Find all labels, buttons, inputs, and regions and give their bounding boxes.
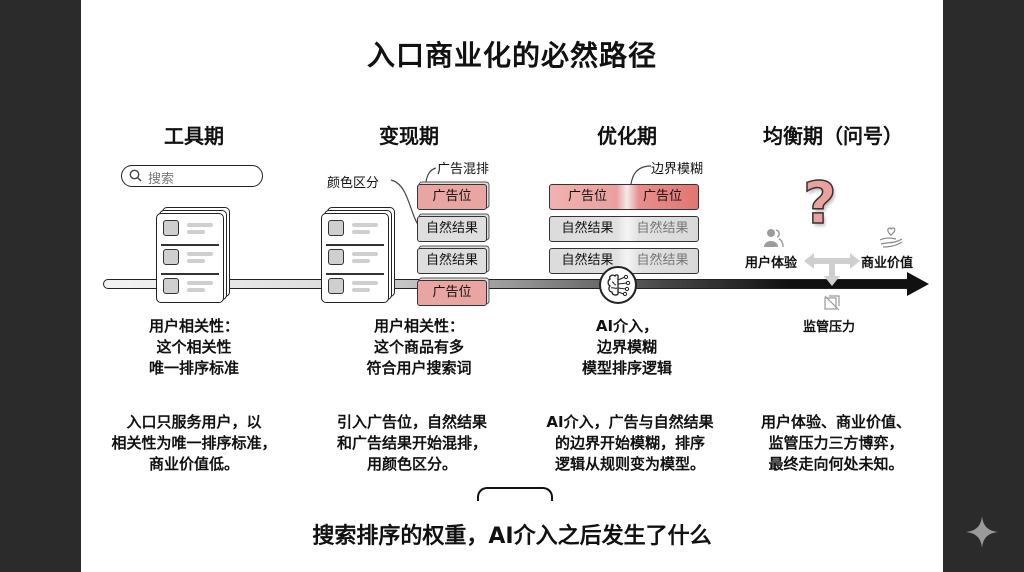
annotation-color-distinction: 颜色区分 — [327, 176, 380, 191]
annotation-ad-mixing: 广告混排 — [437, 162, 490, 177]
result-card-ad: 广告位 — [417, 184, 487, 210]
footer-question: 搜索排序的权重，AI介入之后发生了什么 — [312, 524, 712, 549]
result-ad-right: 广告位 — [642, 189, 682, 204]
stage-description-balance: 用户体验、商业价值、 监管压力三方博弈， 最终走向何处未知。 — [760, 413, 911, 473]
slide-title: 入口商业化的必然路径 — [366, 39, 657, 72]
stage-caption-monetize: 用户相关性： 这个商品有多 符合用户搜索词 — [366, 317, 472, 377]
force-regulatory-pressure: 监管压力 — [803, 320, 856, 335]
result-ad-left: 广告位 — [567, 189, 607, 204]
result-card-organic: 自然结果 — [417, 216, 487, 242]
result-organic-left: 自然结果 — [561, 221, 614, 236]
stage-title-optimize: 优化期 — [597, 124, 657, 148]
stage-title-monetize: 变现期 — [379, 124, 439, 148]
timeline-arrow-icon — [907, 272, 929, 296]
stage-caption-optimize: AI介入， 边界模糊 模型排序逻辑 — [581, 317, 672, 377]
document-stack-icon — [156, 207, 230, 303]
stage-title-tool: 工具期 — [164, 124, 224, 148]
hand-heart-icon — [879, 227, 903, 248]
result-card-ad: 广告位 — [417, 280, 487, 306]
users-icon — [764, 229, 784, 248]
force-business-value: 商业价值 — [861, 256, 914, 271]
result-row-organic-blurred: 自然结果 自然结果 — [549, 216, 699, 242]
question-mark-icon: ? — [802, 168, 837, 238]
result-card-organic: 自然结果 — [417, 248, 487, 274]
slide: 入口商业化的必然路径 工具期 变现期 优化期 均衡期（问号） 搜索 — [81, 0, 943, 572]
sparkle-icon[interactable] — [964, 514, 1000, 550]
section-tab-divider — [477, 487, 553, 501]
force-user-experience: 用户体验 — [745, 256, 798, 271]
annotation-leader-line — [630, 165, 652, 185]
stage-description-tool: 入口只服务用户，以 相关性为唯一排序标准， 商业价值低。 — [111, 413, 277, 473]
stage-title-balance: 均衡期（问号） — [763, 124, 903, 148]
search-input-illustration: 搜索 — [121, 165, 263, 187]
result-organic-left: 自然结果 — [561, 253, 614, 268]
three-way-arrows-icon — [804, 253, 860, 286]
stage-caption-tool: 用户相关性： 这个相关性 唯一排序标准 — [148, 317, 239, 377]
annotation-boundary-blur: 边界模糊 — [651, 162, 704, 177]
search-icon — [129, 169, 142, 182]
stage-description-monetize: 引入广告位，自然结果 和广告结果开始混排， 用颜色区分。 — [336, 413, 487, 473]
search-placeholder: 搜索 — [148, 172, 175, 187]
result-row-ad-blurred: 广告位 广告位 — [549, 184, 699, 210]
brain-circuit-icon — [599, 266, 637, 304]
result-organic-right: 自然结果 — [636, 221, 689, 236]
regulation-shield-icon — [824, 295, 840, 311]
document-stack-icon — [321, 207, 395, 303]
stage-description-optimize: AI介入，广告与自然结果 的边界开始模糊，排序 逻辑从规则变为模型。 — [546, 413, 714, 473]
result-organic-right: 自然结果 — [636, 253, 689, 268]
